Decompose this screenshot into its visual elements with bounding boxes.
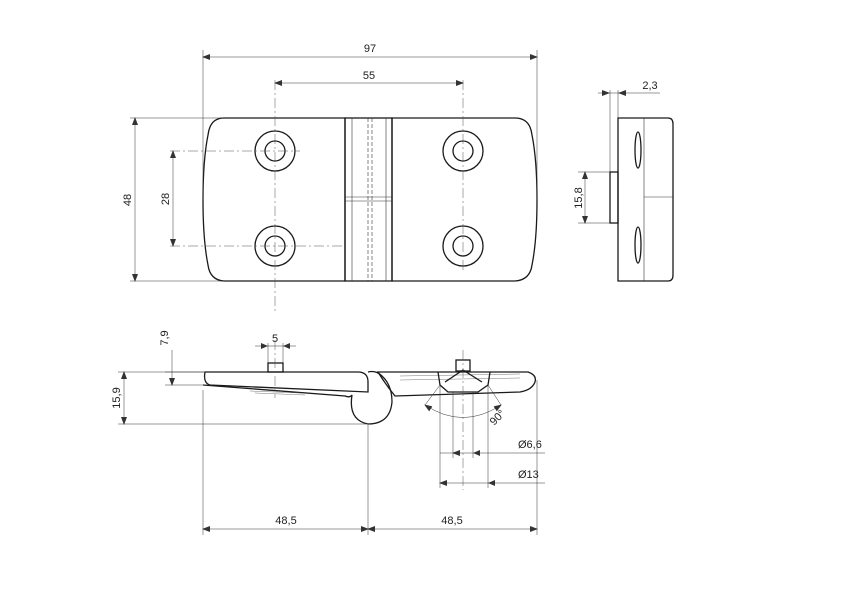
dim-label-48-5-left: 48,5 (275, 515, 296, 527)
side-boss (609, 171, 619, 224)
side-view: 2,3 15,8 (573, 80, 674, 282)
dim-label-48-5-right: 48,5 (441, 515, 462, 527)
profile-view: 7,9 5 15,9 90° Ø6,6 Ø13 (111, 330, 545, 535)
countersink (437, 369, 491, 393)
dim-label-28: 28 (160, 193, 172, 205)
dim-label-15-8: 15,8 (573, 187, 585, 208)
left-leaf-outline (202, 117, 346, 282)
dim-label-5: 5 (272, 333, 278, 345)
side-body-outline (617, 117, 674, 282)
profile-left-leaf (203, 371, 369, 393)
angle-arc-90 (424, 404, 502, 418)
dim-label-2-3: 2,3 (642, 80, 657, 92)
profile-boss-left (267, 362, 284, 373)
dim-label-97: 97 (364, 43, 376, 55)
hinge-knuckle (344, 117, 393, 282)
dim-label-55: 55 (363, 70, 375, 82)
right-leaf-outline (391, 117, 538, 282)
dim-label-48: 48 (122, 194, 134, 206)
dim-label-countersink-diameter: Ø13 (518, 469, 539, 481)
dim-label-15-9: 15,9 (111, 387, 123, 408)
profile-knuckle (350, 370, 393, 425)
dim-label-7-9: 7,9 (159, 330, 171, 345)
profile-right-leaf (376, 371, 536, 397)
dim-label-hole-diameter: Ø6,6 (518, 439, 542, 451)
front-view: 97 55 48 28 (122, 43, 538, 312)
